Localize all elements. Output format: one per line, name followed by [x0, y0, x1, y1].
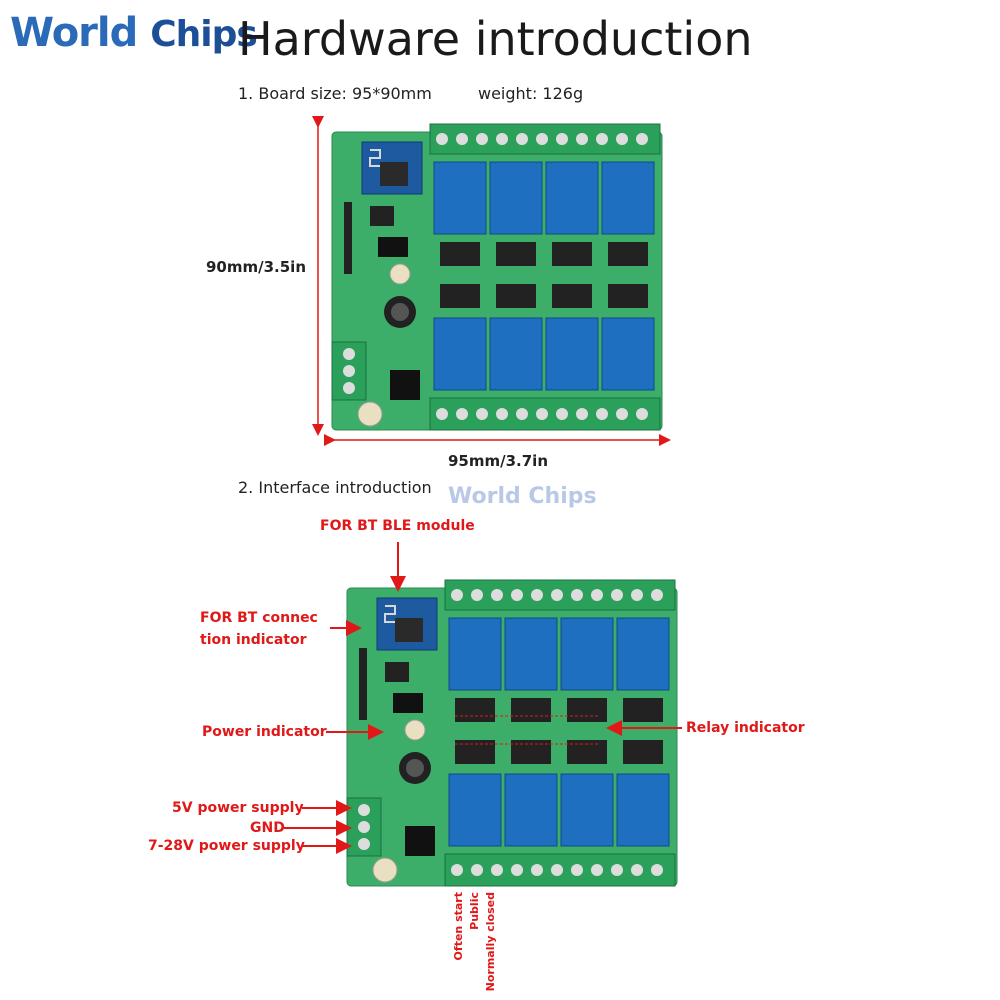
width-dimension-label: 95mm/3.7in: [448, 452, 549, 470]
label-bt-module: FOR BT BLE module: [320, 518, 475, 534]
logo-word-world: World: [10, 10, 138, 56]
label-power-indicator: Power indicator: [202, 724, 327, 740]
label-normally-closed: Normally closed: [484, 892, 497, 992]
logo-word-chips: Chips: [150, 14, 258, 55]
label-7-28v-supply: 7-28V power supply: [148, 838, 305, 854]
interface-section-title: 2. Interface introduction: [238, 478, 432, 497]
brand-logo: World Chips: [10, 10, 258, 56]
height-dimension-label: 90mm/3.5in: [206, 258, 307, 276]
relay-board-bottom: [346, 579, 678, 887]
label-relay-indicator: Relay indicator: [686, 720, 805, 736]
board-size-text: 1. Board size: 95*90mm: [238, 84, 432, 103]
label-gnd: GND: [250, 820, 285, 836]
label-5v-supply: 5V power supply: [172, 800, 304, 816]
relay-board-top: [331, 123, 663, 431]
watermark: World Chips: [448, 484, 597, 509]
page-title: Hardware introduction: [238, 12, 753, 66]
label-bt-indicator-2: tion indicator: [200, 632, 307, 648]
weight-text: weight: 126g: [478, 84, 584, 103]
label-public: Public: [468, 892, 481, 930]
label-bt-indicator-1: FOR BT connec: [200, 610, 318, 626]
label-often-start: Often start: [452, 892, 465, 961]
